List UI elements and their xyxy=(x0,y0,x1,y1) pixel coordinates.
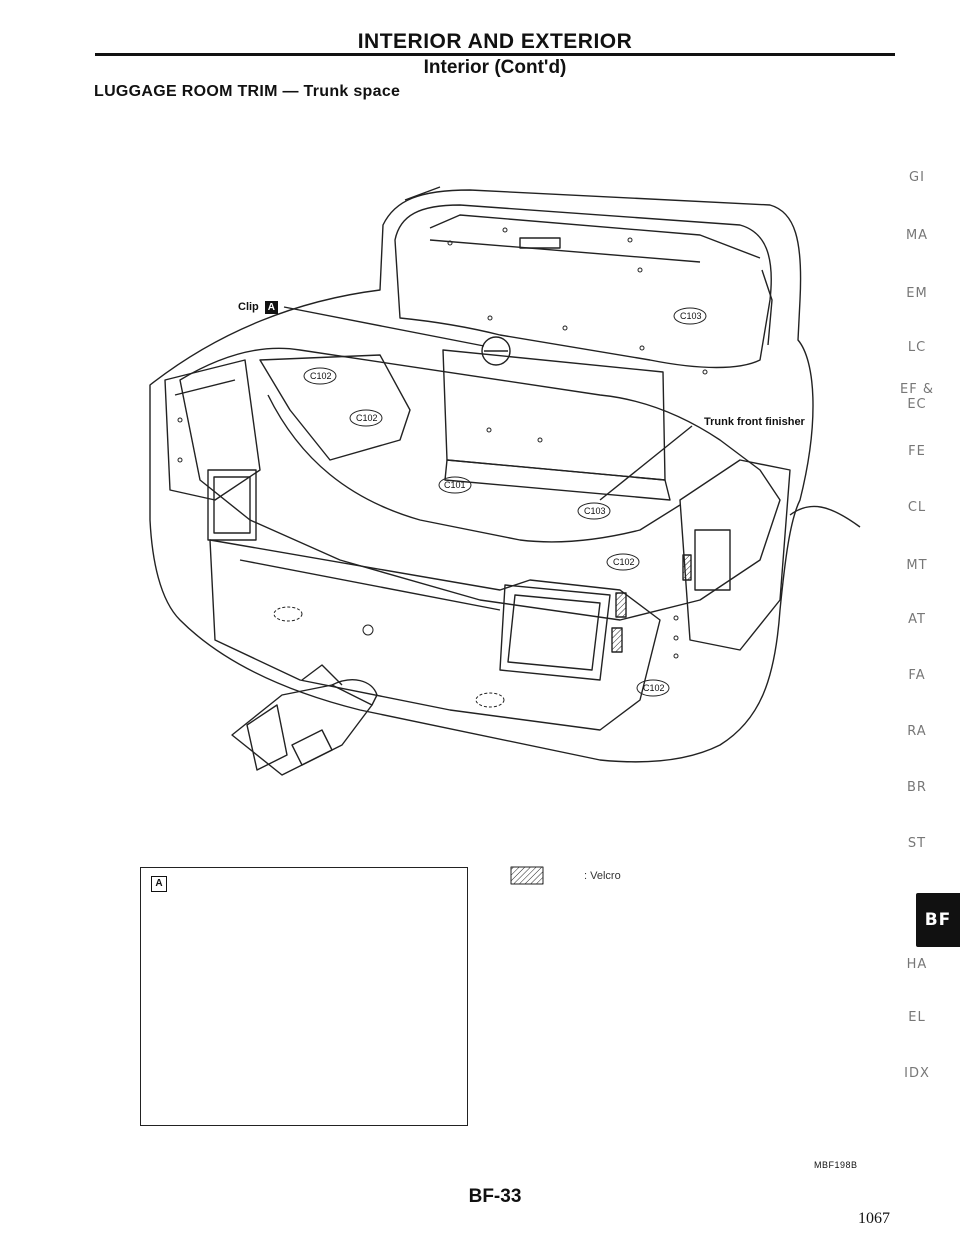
clip-inset-frame xyxy=(140,867,468,1126)
section-tab-at[interactable]: AT xyxy=(908,612,926,627)
callout-code: C101 xyxy=(444,480,466,490)
callout-code: C102 xyxy=(310,371,332,381)
velcro-pad xyxy=(615,592,627,618)
callout-code: C102 xyxy=(643,683,665,693)
section-tab-fa[interactable]: FA xyxy=(908,668,926,683)
page-subtitle: Interior (Cont'd) xyxy=(423,57,567,78)
fastener-callout xyxy=(349,409,383,427)
clip-label: Clip A xyxy=(238,301,278,314)
section-tab-fe[interactable]: FE xyxy=(908,444,926,459)
header-rule xyxy=(95,53,895,56)
fastener-callout xyxy=(438,476,472,494)
section-title: LUGGAGE ROOM TRIM — Trunk space xyxy=(94,83,401,100)
section-tab-gi[interactable]: GI xyxy=(909,170,925,185)
page-label: BF-33 xyxy=(468,1186,522,1207)
section-tab-idx[interactable]: IDX xyxy=(904,1066,930,1081)
right-side-trim xyxy=(679,459,791,651)
trunk-floor-trim xyxy=(267,394,681,543)
trunk-front-finisher-panel xyxy=(442,349,666,481)
fastener-callout xyxy=(303,367,337,385)
velcro-pad xyxy=(611,627,623,653)
car-body-outline xyxy=(149,189,814,763)
left-side-trim xyxy=(164,359,261,501)
callout-code: C102 xyxy=(356,413,378,423)
fastener-callout xyxy=(636,679,670,697)
rear-finisher xyxy=(209,539,661,731)
fastener-callout xyxy=(475,692,505,708)
left-light-opening xyxy=(207,469,257,541)
fastener-callout xyxy=(673,307,707,325)
fastener-callout xyxy=(606,553,640,571)
section-tab-el[interactable]: EL xyxy=(908,1010,926,1025)
left-upper-trim xyxy=(259,354,411,461)
callout-code: C103 xyxy=(680,311,702,321)
page-number: 1067 xyxy=(858,1210,890,1227)
callout-code: C102 xyxy=(613,557,635,567)
velcro-pad xyxy=(682,554,692,581)
section-tab-bf[interactable]: BF xyxy=(916,893,960,947)
inset-label: A xyxy=(151,876,167,892)
page-title: INTERIOR AND EXTERIOR xyxy=(357,30,633,53)
trunk-lid xyxy=(394,204,772,369)
lid-inner-rail-2 xyxy=(429,239,701,263)
fastener-callout xyxy=(273,606,303,622)
clip-ref-badge: A xyxy=(264,301,278,314)
clip-detail-drawing xyxy=(231,664,378,776)
section-tab-lc[interactable]: LC xyxy=(907,340,927,355)
section-tab-ra[interactable]: RA xyxy=(907,724,927,739)
section-tab-cl[interactable]: CL xyxy=(907,500,927,515)
callout-code: C103 xyxy=(584,506,606,516)
velcro-legend-text: : Velcro xyxy=(584,870,621,882)
section-tab-br[interactable]: BR xyxy=(907,780,927,795)
lid-latch xyxy=(519,237,561,249)
right-light-opening xyxy=(499,584,611,681)
section-tab-ha[interactable]: HA xyxy=(906,957,928,972)
fastener-callout xyxy=(577,502,611,520)
clip-location-circle xyxy=(481,336,511,366)
trunk-front-finisher-label: Trunk front finisher xyxy=(704,416,805,428)
lid-inner-rail xyxy=(429,214,761,259)
clip-label-text: Clip xyxy=(238,301,259,313)
section-tab-efec[interactable]: EF & EC xyxy=(900,382,934,412)
section-tab-mt[interactable]: MT xyxy=(906,558,928,573)
section-tab-st[interactable]: ST xyxy=(907,836,927,851)
figure-code: MBF198B xyxy=(814,1160,858,1170)
section-tab-ma[interactable]: MA xyxy=(905,228,929,243)
section-tab-em[interactable]: EM xyxy=(906,286,928,301)
velcro-legend-swatch xyxy=(510,866,544,885)
